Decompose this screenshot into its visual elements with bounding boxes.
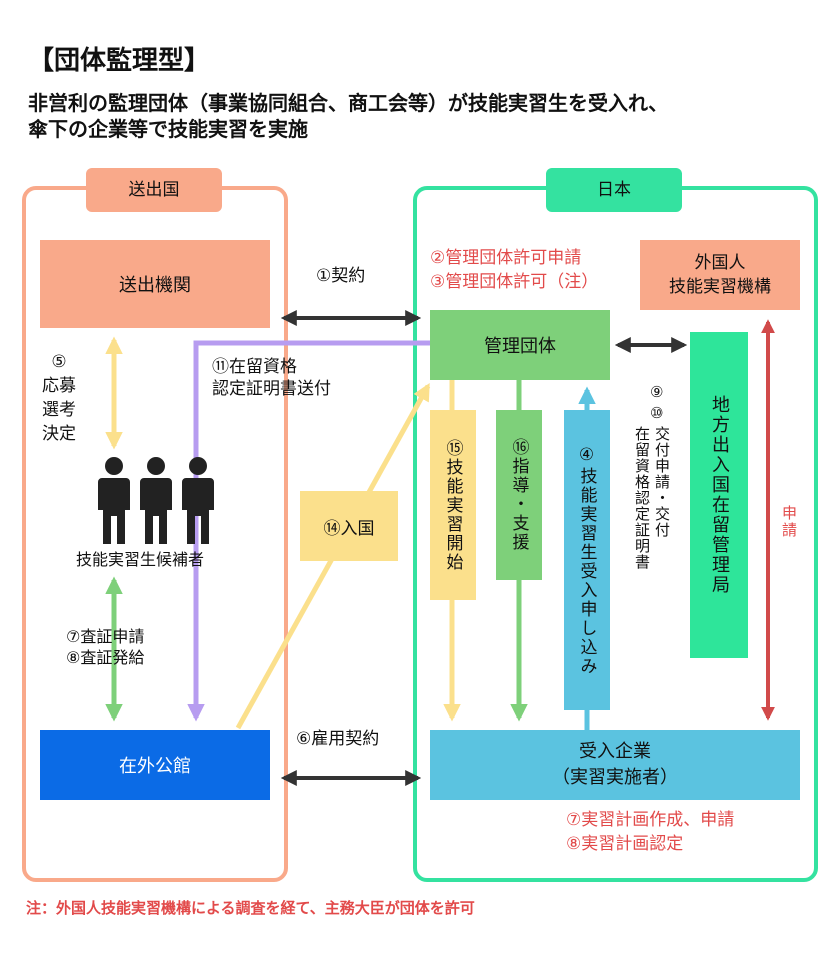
step-11-label: ⑪在留資格 認定証明書送付 xyxy=(212,356,331,400)
step-5-number: ⑤ xyxy=(51,352,67,372)
step-4-box: ④技能実習生受入申し込み xyxy=(564,410,610,710)
step-16-box: ⑯指導・支援 xyxy=(496,410,542,580)
embassy: 在外公館 xyxy=(40,730,270,800)
immigration-bureau: 地方出入国在留管理局 xyxy=(690,332,748,658)
japan-tab: 日本 xyxy=(546,168,682,212)
otit-line-1: 外国人 xyxy=(694,253,746,273)
step-2: ②管理団体許可申請 xyxy=(430,248,582,268)
step-10-number: ⑩ xyxy=(650,404,664,422)
step-11-line-1: ⑪在留資格 xyxy=(212,357,297,377)
step-5-label: ⑤ 応募 選考 決定 xyxy=(42,350,76,446)
step-2-3-label: ②管理団体許可申請 ③管理団体許可（注） xyxy=(430,246,598,294)
step-9-10-label: 交付申請・交付 在留資格認定証明書 xyxy=(632,426,672,616)
otit-line-2: 技能実習機構 xyxy=(669,277,771,297)
company-line-2: （実習実施者） xyxy=(552,767,678,788)
step-8-plan: ⑧実習計画認定 xyxy=(566,834,684,854)
step-7-8-plan-label: ⑦実習計画作成、申請 ⑧実習計画認定 xyxy=(566,808,734,856)
sending-organization: 送出機関 xyxy=(40,240,270,328)
subtitle-line-1: 非営利の監理団体（事業協同組合、商工会等）が技能実習生を受入れ、 xyxy=(28,91,669,115)
candidates-label: 技能実習生候補者 xyxy=(76,550,205,569)
step-5-line-2: 選考 xyxy=(42,400,76,420)
step-7-visa: ⑦査証申請 xyxy=(66,627,145,646)
receiving-company: 受入企業 （実習実施者） xyxy=(430,730,800,800)
step-8-visa: ⑧査証発給 xyxy=(66,648,145,667)
step-9-10-col-2: 在留資格認定証明書 xyxy=(633,426,651,570)
arrow-certificate-send xyxy=(187,340,432,722)
sending-country-tab: 送出国 xyxy=(86,168,222,212)
company-line-1: 受入企業 xyxy=(579,741,651,762)
subtitle-line-2: 傘下の企業等で技能実習を実施 xyxy=(28,117,308,141)
page-title: 【団体監理型】 xyxy=(28,46,211,76)
step-5-line-1: 応募 xyxy=(42,376,76,396)
candidates-icon xyxy=(98,457,214,544)
step-9-number: ⑨ xyxy=(650,383,664,401)
step-7-plan: ⑦実習計画作成、申請 xyxy=(566,810,735,830)
step-1-contract: ①契約 xyxy=(316,266,366,286)
step-15-box: ⑮技能実習開始 xyxy=(430,410,476,600)
step-7-8-visa-label: ⑦査証申請 ⑧査証発給 xyxy=(66,626,144,668)
step-14-entry: ⑭入国 xyxy=(300,491,398,561)
step-5-line-3: 決定 xyxy=(42,424,76,444)
step-11-line-2: 認定証明書送付 xyxy=(212,379,331,399)
step-3: ③管理団体許可（注） xyxy=(430,272,599,292)
supervising-organization: 管理団体 xyxy=(430,310,610,380)
step-9-10-col-1: 交付申請・交付 xyxy=(653,426,671,538)
page-subtitle: 非営利の監理団体（事業協同組合、商工会等）が技能実習生を受入れ、 傘下の企業等で… xyxy=(28,90,668,142)
step-6-employment: ⑥雇用契約 xyxy=(296,729,380,749)
apply-label: 申請 xyxy=(780,505,798,539)
footnote: 注：外国人技能実習機構による調査を経て、主務大臣が団体を許可 xyxy=(26,899,475,917)
otit-box: 外国人 技能実習機構 xyxy=(640,240,800,310)
